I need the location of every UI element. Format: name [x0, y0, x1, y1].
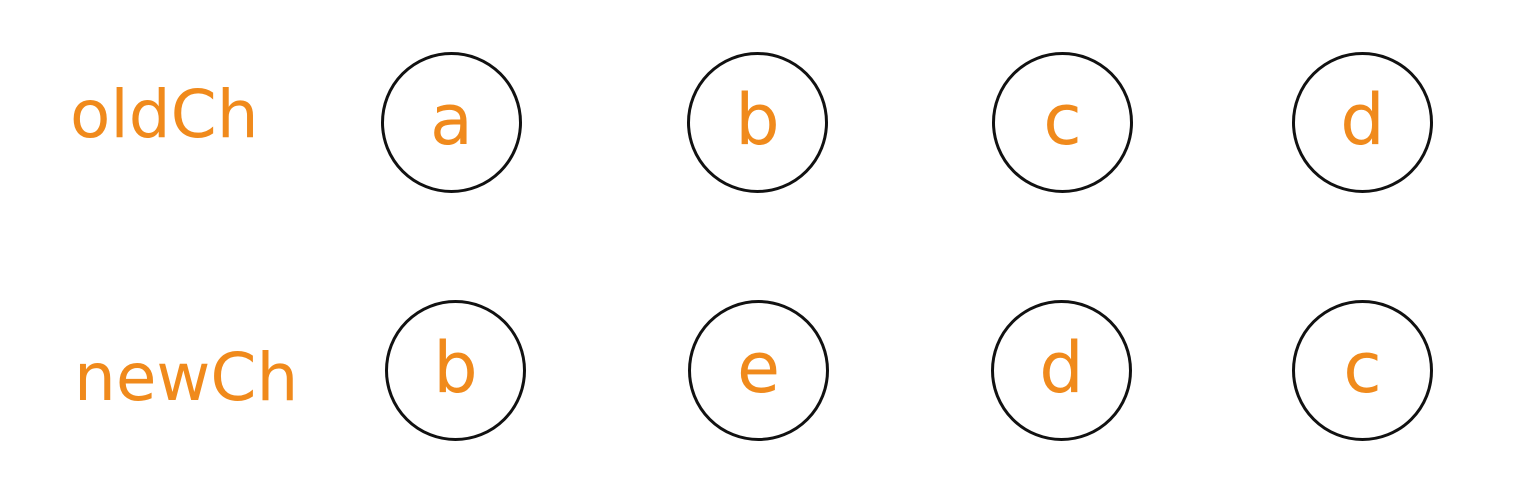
- new-node-1-label: b: [433, 326, 478, 409]
- old-node-2: b: [687, 52, 828, 193]
- old-node-4: d: [1292, 52, 1433, 193]
- new-node-1: b: [385, 300, 526, 441]
- old-node-3-label: c: [1043, 78, 1082, 161]
- new-node-4-label: c: [1343, 326, 1382, 409]
- old-children-label: oldCh: [70, 76, 259, 153]
- old-node-1-label: a: [430, 78, 473, 161]
- new-node-4: c: [1292, 300, 1433, 441]
- old-node-3: c: [992, 52, 1133, 193]
- old-node-1: a: [381, 52, 522, 193]
- new-node-2: e: [688, 300, 829, 441]
- new-node-3: d: [991, 300, 1132, 441]
- new-node-2-label: e: [736, 326, 781, 409]
- new-node-3-label: d: [1039, 326, 1084, 409]
- old-node-2-label: b: [735, 78, 780, 161]
- new-children-label: newCh: [74, 339, 299, 416]
- old-node-4-label: d: [1340, 78, 1385, 161]
